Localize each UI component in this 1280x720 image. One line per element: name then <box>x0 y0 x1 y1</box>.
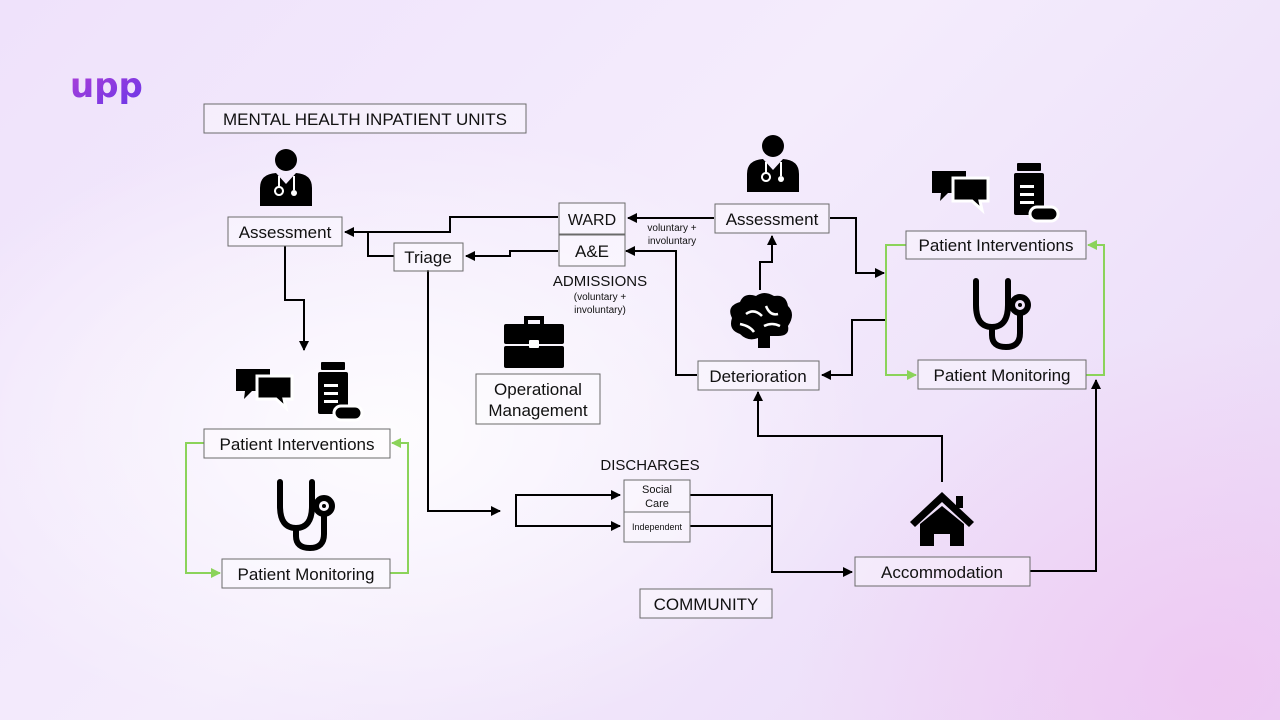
accommodation-box[interactable]: Accommodation <box>854 556 1031 587</box>
svg-text:Operational: Operational <box>494 380 582 399</box>
discharges-title: DISCHARGES <box>600 457 699 474</box>
connector-to-social-care <box>515 490 621 511</box>
svg-text:Accommodation: Accommodation <box>881 563 1003 582</box>
svg-text:Assessment: Assessment <box>239 223 332 242</box>
svg-text:A&E: A&E <box>575 242 609 261</box>
svg-text:Patient Interventions: Patient Interventions <box>919 236 1074 255</box>
loop-left-interventions-to-monitoring <box>185 442 221 578</box>
connector-social-care-to-accommodation <box>690 494 853 577</box>
loop-left-monitoring-to-interventions <box>390 438 409 574</box>
svg-text:Independent: Independent <box>632 522 683 532</box>
svg-text:Care: Care <box>645 498 669 510</box>
chat-bubbles-icon <box>930 169 990 212</box>
loop-right-monitoring-to-interventions <box>1086 240 1105 376</box>
community-section-header: COMMUNITY <box>639 588 773 619</box>
admissions-note-line1: (voluntary + <box>574 292 627 303</box>
patient-monitoring-right-box[interactable]: Patient Monitoring <box>917 359 1087 390</box>
connector-triage-to-assessment <box>345 231 394 257</box>
svg-text:Triage: Triage <box>404 248 452 267</box>
svg-text:Patient Monitoring: Patient Monitoring <box>237 565 374 584</box>
svg-text:Management: Management <box>488 401 588 420</box>
inpatient-section-header: MENTAL HEALTH INPATIENT UNITS <box>203 103 527 134</box>
ae-box[interactable]: A&E <box>558 234 626 267</box>
connector-deterioration-to-ae <box>625 246 697 376</box>
connector-deterioration-to-assessment <box>759 235 777 290</box>
social-care-box[interactable]: Social Care <box>623 479 691 513</box>
chat-bubbles-icon <box>234 367 294 410</box>
medicine-bottle-icon <box>316 360 364 422</box>
connector-ward-to-assessment <box>344 216 558 237</box>
doctor-icon <box>259 148 313 207</box>
svg-text:Deterioration: Deterioration <box>709 367 806 386</box>
admissions-note-line2: involuntary) <box>574 305 626 316</box>
admissions-title: ADMISSIONS <box>553 273 647 290</box>
stethoscope-icon <box>280 482 332 548</box>
svg-text:Patient Interventions: Patient Interventions <box>220 435 375 454</box>
connector-monitoring-to-deterioration <box>821 319 885 380</box>
operational-management-box[interactable]: Operational Management <box>475 373 601 425</box>
brain-icon <box>728 291 794 350</box>
house-icon <box>910 492 974 546</box>
connector-accommodation-to-deterioration <box>753 391 943 482</box>
assessment-right-box[interactable]: Assessment <box>714 203 830 234</box>
svg-text:Assessment: Assessment <box>726 210 819 229</box>
medicine-bottle-icon <box>1012 161 1060 223</box>
svg-text:COMMUNITY: COMMUNITY <box>654 595 759 614</box>
connector-assessment-to-interventions-right <box>830 217 885 278</box>
independent-box[interactable]: Independent <box>623 511 691 543</box>
voluntary-note-line2: involuntary <box>648 236 696 247</box>
svg-text:MENTAL HEALTH INPATIENT UNITS: MENTAL HEALTH INPATIENT UNITS <box>223 110 507 129</box>
triage-box[interactable]: Triage <box>393 242 464 272</box>
svg-text:Patient Monitoring: Patient Monitoring <box>933 366 1070 385</box>
connector-assessment-to-interventions <box>284 246 309 351</box>
ward-box[interactable]: WARD <box>558 202 626 235</box>
briefcase-icon <box>504 316 564 368</box>
stethoscope-icon <box>976 281 1028 347</box>
patient-interventions-left-box[interactable]: Patient Interventions <box>203 428 391 459</box>
connector-triage-to-discharges <box>427 270 501 516</box>
patient-interventions-right-box[interactable]: Patient Interventions <box>905 230 1087 260</box>
connector-ae-to-triage <box>465 250 558 261</box>
deterioration-box[interactable]: Deterioration <box>697 360 820 391</box>
svg-text:Social: Social <box>642 484 672 496</box>
logo-icon[interactable]: upp <box>70 66 143 106</box>
loop-right-interventions-to-monitoring <box>885 244 917 380</box>
voluntary-note-line1: voluntary + <box>647 223 696 234</box>
doctor-icon <box>746 134 800 193</box>
connector-accommodation-to-monitoring <box>1030 379 1101 572</box>
svg-text:WARD: WARD <box>568 212 616 229</box>
assessment-left-box[interactable]: Assessment <box>227 216 343 247</box>
connector-to-independent <box>515 511 621 531</box>
patient-monitoring-left-box[interactable]: Patient Monitoring <box>221 558 391 589</box>
